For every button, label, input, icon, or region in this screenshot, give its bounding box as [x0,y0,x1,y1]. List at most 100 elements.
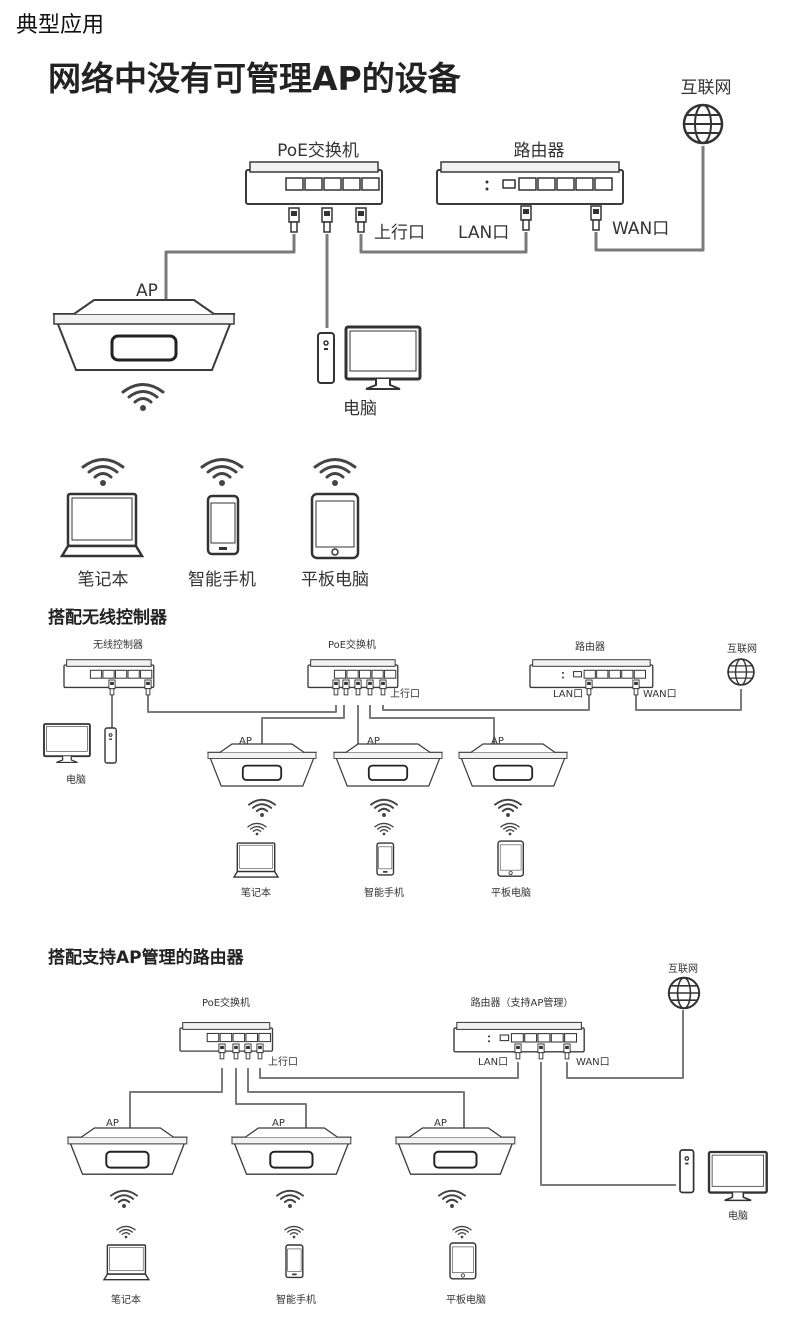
lan-label: LAN口 [553,689,583,700]
plug-icon [108,679,116,696]
client-label: 平板电脑 [491,886,531,899]
pc-cable [540,1062,676,1186]
page-header: 典型应用 [16,13,104,38]
wifi-signal-icon [121,383,165,413]
ap-label: AP [239,736,252,747]
controller-cable [147,695,337,713]
lan-label: LAN口 [458,223,509,243]
poe-switch-icon [245,161,383,205]
poe-switch-label: PoE交换机 [277,141,359,161]
ceiling-ap-icon [207,743,317,787]
internet-globe-icon [727,658,755,686]
monitor-icon [43,723,91,764]
router-icon [436,161,624,205]
uplink-label: 上行口 [268,1055,298,1068]
plug-icon [342,679,350,696]
client-label: 笔记本 [78,570,129,590]
ap-cable [261,705,345,744]
plug-icon [537,1043,545,1060]
plug-icon [590,205,602,231]
pc-label: 电脑 [66,773,86,786]
client-label: 平板电脑 [446,1293,486,1306]
ceiling-ap-icon [458,743,568,787]
plug-icon [632,679,640,696]
wifi-signal-icon [374,822,394,837]
wan-label: WAN口 [643,689,677,700]
pc-label: 电脑 [728,1209,748,1222]
wifi-signal-icon [200,458,244,488]
ap-label: AP [434,1118,447,1129]
plug-icon [585,679,593,696]
lan-label: LAN口 [478,1057,508,1068]
plug-icon [379,679,387,696]
wifi-signal-icon [452,1225,472,1240]
client-label: 智能手机 [276,1293,316,1306]
ceiling-ap-icon [67,1127,188,1176]
phone-icon [206,494,240,556]
tablet-icon [310,492,360,560]
internet-label: 互联网 [681,78,732,98]
wifi-signal-icon [276,1189,304,1209]
poe-switch-label: PoE交换机 [328,638,376,651]
router-label: 路由器 [575,640,605,653]
laptop-icon [60,492,144,558]
uplink-label: 上行口 [390,687,420,700]
wifi-signal-icon [500,822,520,837]
poe-injector-icon [679,1149,695,1194]
client-label: 智能手机 [364,886,404,899]
wifi-signal-icon [81,458,125,488]
plug-icon [321,207,333,233]
ap-cable [129,1068,223,1130]
section1-diagram: PoE交换机 路由器 互联网 上行口 LAN口 WAN口 AP 电脑 笔记本 智… [52,78,732,590]
plug-icon [218,1043,226,1060]
client-label: 笔记本 [241,886,271,899]
section1-title: 网络中没有可管理AP的设备 [48,59,462,98]
poe-switch-label: PoE交换机 [202,996,250,1009]
ceiling-ap-icon [395,1127,516,1176]
router-label: 路由器（支持AP管理） [471,996,574,1009]
wan-cable [566,1010,684,1079]
plug-icon [563,1043,571,1060]
wifi-signal-icon [438,1189,466,1209]
tablet-icon [497,840,524,877]
plug-icon [244,1043,252,1060]
poe-injector-icon [104,727,117,764]
ap-cable [235,1068,307,1130]
ap-label: AP [491,736,504,747]
section3-diagram: PoE交换机 路由器（支持AP管理） 互联网 上行口 LAN口 WAN口 电脑 … [67,963,768,1306]
wifi-signal-icon [370,798,398,818]
laptop-icon [103,1244,150,1281]
client-label: 平板电脑 [301,570,369,590]
client-label: 笔记本 [111,1293,141,1306]
ap-label: AP [367,736,380,747]
internet-globe-icon [682,103,724,145]
wifi-signal-icon [248,798,276,818]
plug-icon [520,205,532,231]
ceiling-ap-icon [333,743,443,787]
wan-cable [594,146,705,252]
monitor-icon [707,1150,768,1202]
ap-cable [164,234,296,303]
monitor-icon [344,325,422,391]
plug-icon [355,207,367,233]
internet-globe-icon [667,976,701,1010]
plug-icon [144,679,152,696]
ceiling-ap-icon [231,1127,352,1176]
plug-icon [288,207,300,233]
wifi-signal-icon [116,1225,136,1240]
ap-cable [247,1068,465,1130]
internet-label: 互联网 [727,643,757,655]
wifi-signal-icon [247,822,267,837]
plug-icon [232,1043,240,1060]
plug-icon [256,1043,264,1060]
tablet-icon [449,1242,477,1280]
section2-title: 搭配无线控制器 [48,607,168,628]
ap-label: AP [106,1118,119,1129]
section2-diagram: 无线控制器 PoE交换机 路由器 互联网 上行口 LAN口 WAN口 电脑 AP… [43,638,757,899]
plug-icon [514,1043,522,1060]
uplink-label: 上行口 [374,223,425,243]
plug-icon [332,679,340,696]
section3-title: 搭配支持AP管理的路由器 [48,947,245,968]
phone-icon [285,1244,304,1279]
